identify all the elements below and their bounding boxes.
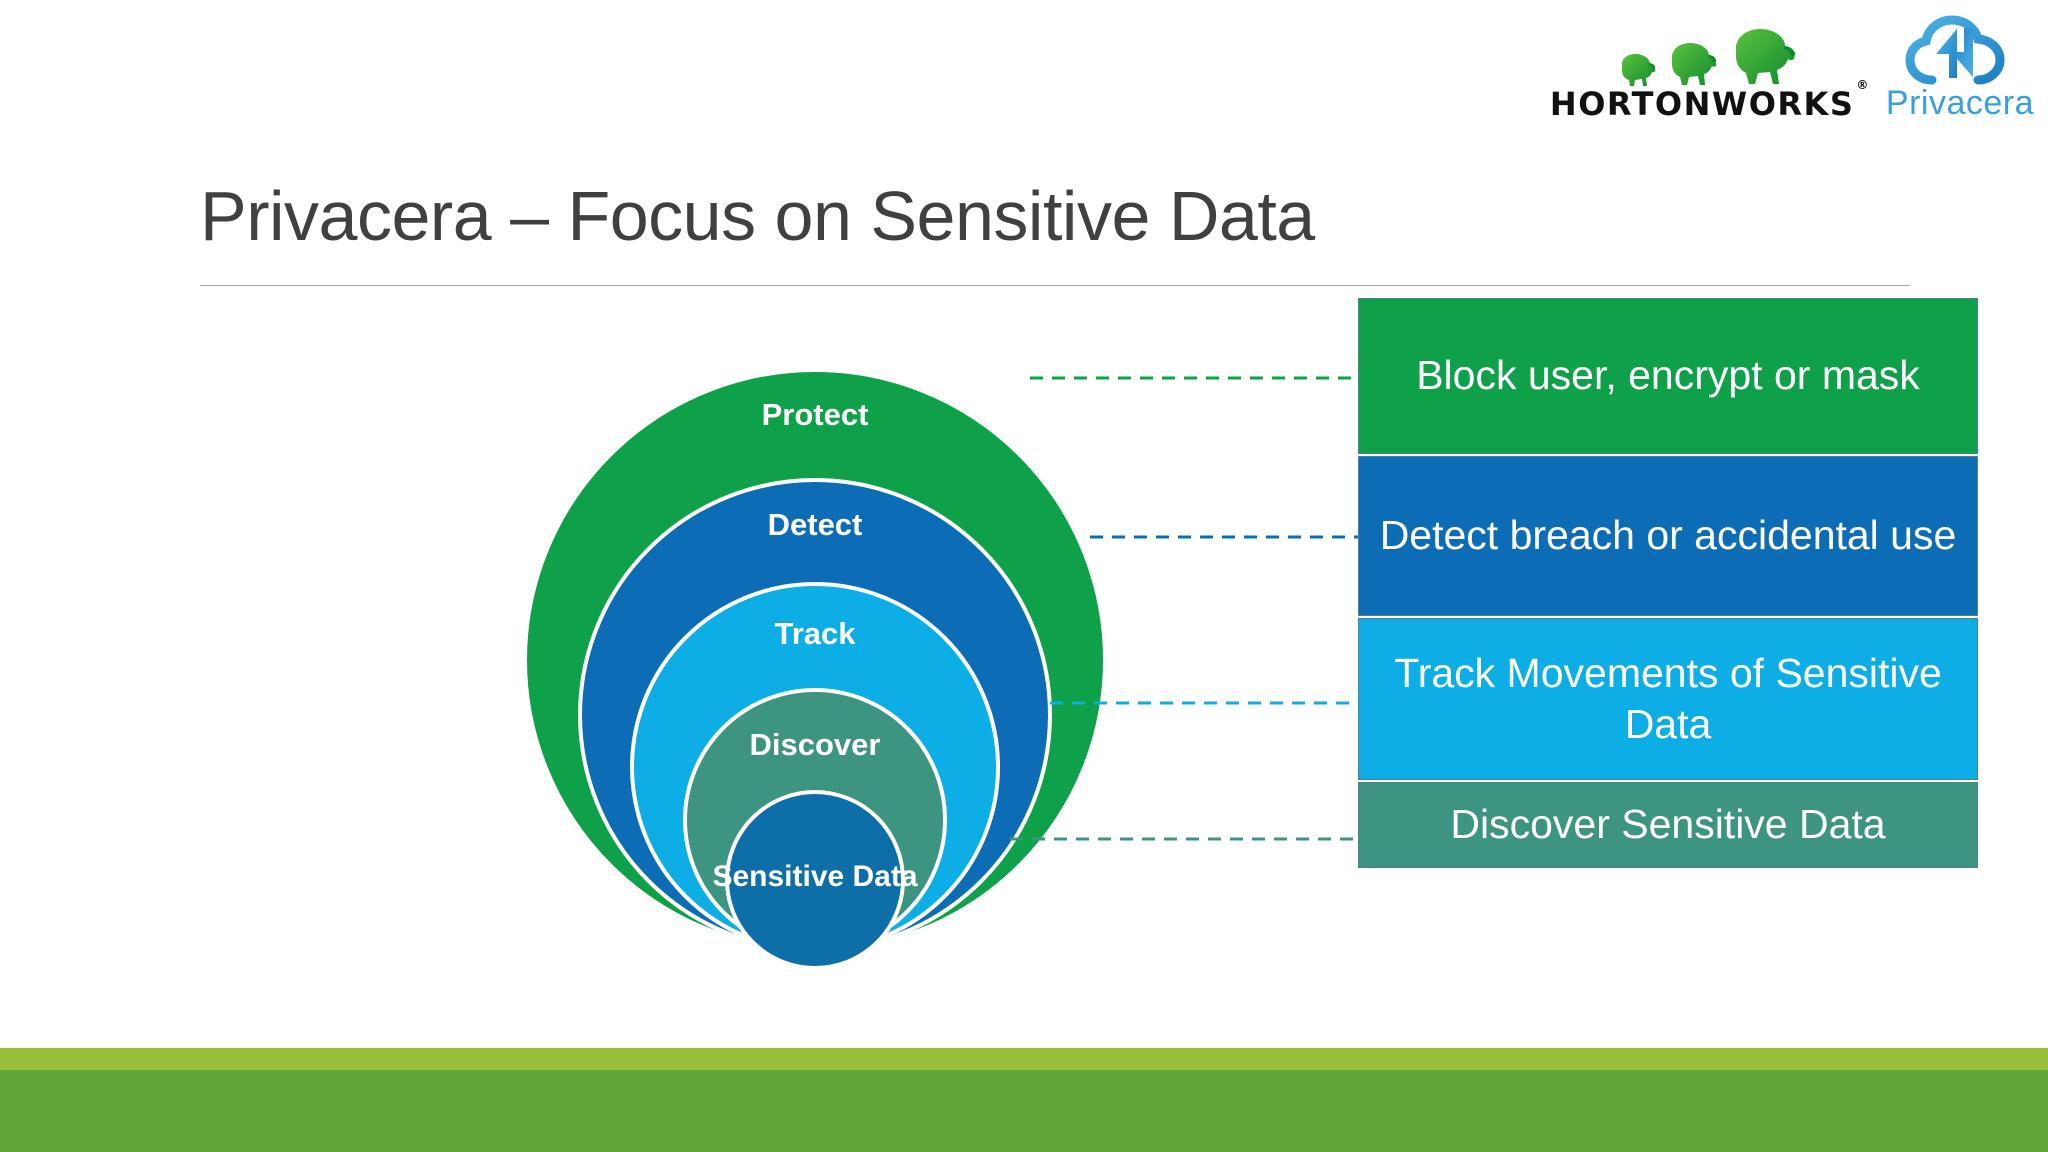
callout-box-track[interactable]: Track Movements of Sensitive Data [1358,618,1978,780]
ring-label-sensitive-data: Sensitive Data [712,860,918,893]
nested-circles-diagram: Protect Detect Track Discover Sensitive … [430,320,1190,1060]
privacera-wordmark: Privacera [1885,84,2034,122]
hortonworks-wordmark: HORTONWORKS® [1549,79,1869,123]
hortonworks-logo: HORTONWORKS® [1550,22,1868,120]
ring-sensitive-shape [725,790,905,970]
callout-box-detect[interactable]: Detect breach or accidental use [1358,456,1978,616]
callout-box-protect[interactable]: Block user, encrypt or mask [1358,298,1978,454]
privacera-logo: Privacera [1886,14,2034,120]
callout-box-list: Block user, encrypt or mask Detect breac… [1358,298,1978,868]
footer-bar-dark [0,1070,2048,1152]
ring-label-track: Track [774,616,856,651]
ring-label-detect: Detect [767,507,863,542]
hortonworks-wordmark-text: HORTONWORKS [1549,85,1855,123]
footer-bar-light [0,1048,2048,1070]
page-title: Privacera – Focus on Sensitive Data [200,177,1315,255]
ring-label-protect: Protect [761,397,869,432]
ring-label-discover: Discover [749,727,881,762]
callout-box-discover[interactable]: Discover Sensitive Data [1358,782,1978,868]
three-elephants-icon [1616,22,1802,88]
logo-bar: HORTONWORKS® Privacera [1550,14,2034,120]
title-divider [200,285,1910,286]
hortonworks-trademark: ® [1856,78,1870,93]
privacera-cloud-icon [1905,15,2005,85]
